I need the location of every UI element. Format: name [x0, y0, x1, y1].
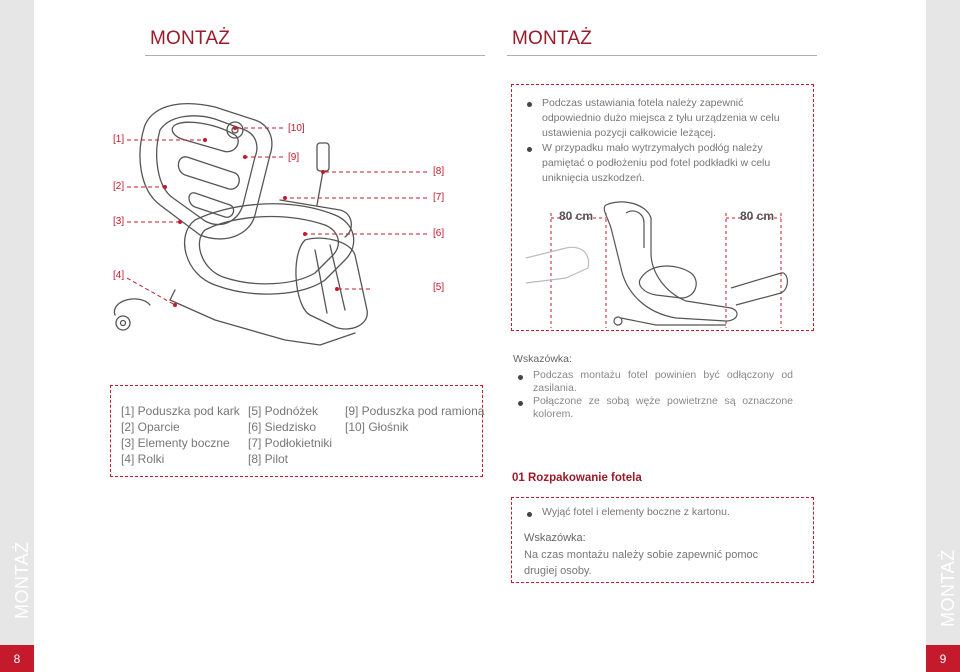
- callout-9: [9]: [288, 152, 300, 163]
- legend-item: [9] Poduszka pod ramiona: [345, 404, 485, 418]
- left-side-strip: [0, 0, 34, 645]
- page-title-right: MONTAŻ: [512, 28, 593, 49]
- section-title: 01 Rozpakowanie fotela: [512, 472, 642, 484]
- legend-item: [5] Podnóżek: [248, 404, 319, 418]
- list-item: Podczas montażu fotel powinien być odłąc…: [513, 369, 793, 395]
- tips-list: Podczas montażu fotel powinien być odłąc…: [513, 369, 793, 421]
- page-number-left: 8: [0, 645, 34, 672]
- legend-item: [2] Oparcie: [121, 420, 180, 434]
- massage-chair-illustration: [114, 102, 427, 346]
- legend-item: [4] Rolki: [121, 452, 165, 466]
- legend-column-1: [1] Poduszka pod kark [2] Oparcie [3] El…: [121, 403, 240, 467]
- legend-column-3: [9] Poduszka pod ramiona [10] Głośnik: [345, 403, 484, 435]
- placement-notes-box: Podczas ustawiania fotela należy zapewni…: [511, 84, 814, 331]
- legend-item: [10] Głośnik: [345, 420, 409, 434]
- callout-5: [5]: [433, 282, 445, 293]
- right-side-strip: [926, 0, 960, 645]
- clearance-diagram: [526, 201, 788, 328]
- right-side-label: MONTAŻ: [938, 549, 958, 627]
- legend-item: [3] Elementy boczne: [121, 436, 230, 450]
- callout-10: [10]: [288, 123, 305, 134]
- placement-notes-list: Podczas ustawiania fotela należy zapewni…: [522, 96, 792, 186]
- callout-3: [3]: [113, 216, 125, 227]
- callout-7: [7]: [433, 192, 445, 203]
- list-item: Wyjąć fotel i elementy boczne z kartonu.: [522, 506, 730, 518]
- left-side-label: MONTAŻ: [12, 541, 32, 619]
- callout-4: [4]: [113, 270, 125, 281]
- legend-item: [7] Podłokietniki: [248, 436, 333, 450]
- clearance-label-right: 80 cm: [740, 209, 775, 223]
- clearance-label-left: 80 cm: [559, 209, 594, 223]
- legend-item: [6] Siedzisko: [248, 420, 317, 434]
- callout-2: [2]: [113, 181, 125, 192]
- unpacking-box: Wyjąć fotel i elementy boczne z kartonu.…: [511, 497, 814, 583]
- parts-legend-box: [1] Poduszka pod kark [2] Oparcie [3] El…: [110, 385, 484, 477]
- header-divider-right: [507, 55, 817, 56]
- callout-8: [8]: [433, 166, 445, 177]
- tips-block: Wskazówka: Podczas montażu fotel powinie…: [513, 353, 793, 421]
- list-item: Podczas ustawiania fotela należy zapewni…: [522, 96, 792, 141]
- page-title-left: MONTAŻ: [150, 28, 231, 49]
- tips-title: Wskazówka:: [513, 353, 572, 365]
- unpacking-note-title: Wskazówka:: [524, 532, 586, 544]
- legend-column-2: [5] Podnóżek [6] Siedzisko [7] Podłokiet…: [248, 403, 332, 467]
- unpacking-note-text: Na czas montażu należy sobie zapewnić po…: [524, 549, 759, 577]
- legend-item: [1] Poduszka pod kark: [121, 404, 240, 418]
- legend-item: [8] Pilot: [248, 452, 289, 466]
- list-item: W przypadku mało wytrzymałych podłóg nal…: [522, 141, 792, 186]
- callout-6: [6]: [433, 228, 445, 239]
- list-item: Połączone ze sobą węże powietrzne są ozn…: [513, 395, 793, 421]
- callout-1: [1]: [113, 134, 125, 145]
- header-divider-left: [145, 55, 485, 56]
- unpacking-list: Wyjąć fotel i elementy boczne z kartonu.: [522, 506, 730, 518]
- page-number-right: 9: [926, 645, 960, 672]
